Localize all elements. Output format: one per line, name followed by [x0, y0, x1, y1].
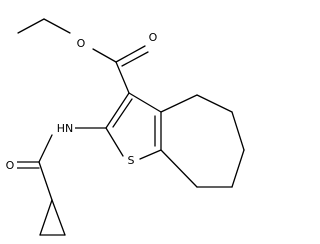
bond-c2-c3-inner — [112, 98, 133, 128]
bond-nitrogen-amide-carbonyl — [38, 134, 53, 163]
ester-ether-oxygen-label: O — [77, 37, 86, 50]
bond-ester-carbonyl-to-ring — [115, 61, 130, 94]
bond-ether-oxygen-carbonyl — [92, 48, 117, 63]
structure-canvas: O O HN S O — [3, 18, 245, 236]
bond-c6-c7 — [231, 149, 245, 188]
bond-c3-c3a — [128, 92, 162, 113]
amide-nitrogen-label: HN — [57, 122, 74, 135]
bond-c7a-sulfur — [139, 149, 162, 160]
amide-carbonyl-oxygen-label: O — [6, 159, 15, 172]
cyclopropanecarboxamide-group — [14, 127, 107, 236]
bond-c3a-c4 — [160, 94, 198, 113]
bond-cyclopropyl-c-a — [51, 199, 66, 236]
bond-c4-c5 — [196, 94, 233, 113]
bond-amide-carbonyl-cyclopropyl — [38, 161, 53, 201]
ester-carbonyl-oxygen-label: O — [149, 31, 158, 44]
thiophene-sulfur-label: S — [128, 154, 135, 167]
molecule-drawing: O O HN S O — [3, 18, 245, 236]
bond-ch2-ether-oxygen — [43, 18, 71, 34]
bond-sulfur-c2 — [105, 127, 124, 157]
bond-c2-c3-double — [105, 92, 130, 129]
bond-ester-carbonyl-double-a — [115, 45, 146, 63]
thiophene-ring — [105, 92, 162, 160]
bond-ester-carbonyl-double-b — [121, 51, 149, 67]
bond-c5-c6 — [231, 111, 245, 151]
bond-c8-c7a — [160, 149, 198, 188]
cycloheptane-ring — [160, 94, 245, 188]
atom-labels: O O HN S O — [3, 30, 160, 172]
ethyl-ester-group — [17, 18, 149, 94]
bond-cyclopropyl-a-b — [39, 199, 53, 236]
bond-ethyl-ch3-ch2 — [17, 18, 45, 34]
